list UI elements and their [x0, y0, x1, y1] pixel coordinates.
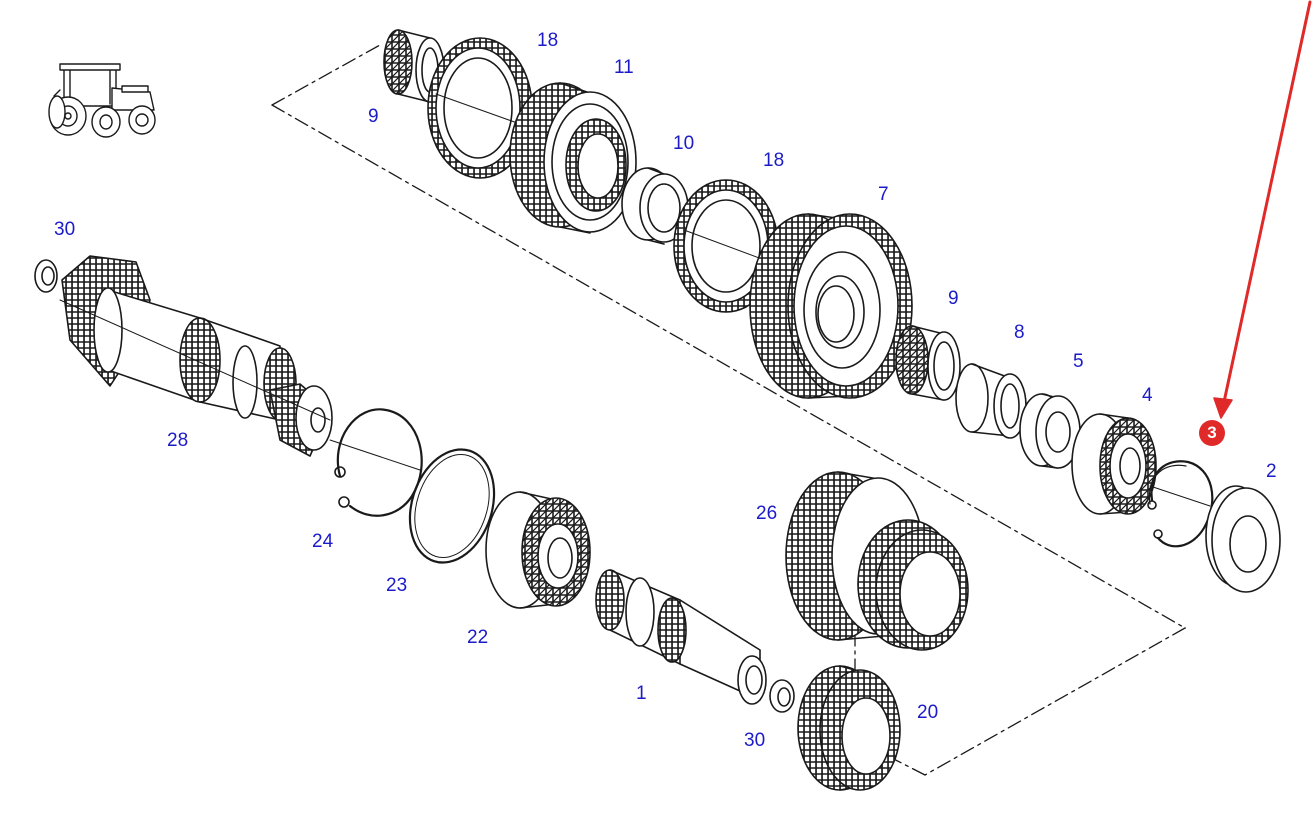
- part-24-circlip: [330, 409, 422, 515]
- label-part-2: 2: [1266, 461, 1277, 482]
- part-30-small-bearing-left: [35, 260, 57, 292]
- label-part-9-top: 9: [368, 106, 379, 127]
- part-22-roller-bearing: [486, 492, 590, 608]
- label-part-5: 5: [1073, 351, 1084, 372]
- callout-arrow: [1213, 0, 1312, 419]
- label-part-24: 24: [312, 531, 334, 552]
- label-part-11: 11: [614, 57, 634, 78]
- part-9-needle-bearing-middle: [896, 326, 960, 400]
- tractor-icon: [48, 63, 156, 138]
- label-part-30-bottom: 30: [744, 730, 766, 751]
- part-1-shaft: [596, 570, 766, 704]
- part-10-thrust-ring: [622, 168, 688, 244]
- part-3-snap-ring: [1148, 461, 1212, 546]
- part-8-bushing: [956, 364, 1026, 438]
- label-part-4: 4: [1142, 385, 1153, 406]
- label-part-18-middle: 18: [763, 150, 785, 171]
- part-11-synchro-sleeve: [510, 83, 636, 233]
- part-30-small-bearing-bottom: [770, 680, 794, 712]
- lower-assembly-outline: [854, 627, 1186, 776]
- label-part-10: 10: [673, 133, 695, 154]
- label-part-22: 22: [467, 627, 489, 648]
- part-26-cluster-gear: [786, 472, 968, 650]
- label-part-9-middle: 9: [948, 288, 959, 309]
- label-part-18-top: 18: [537, 30, 559, 51]
- part-7-large-gear: [750, 214, 912, 398]
- label-part-1: 1: [636, 683, 647, 704]
- label-part-23: 23: [386, 575, 408, 596]
- part-28-pinion-shaft: [60, 256, 332, 456]
- part-18-synchro-ring-top: [428, 38, 532, 178]
- part-2-thrust-washer: [1206, 486, 1280, 592]
- part-20-gear: [798, 666, 900, 790]
- label-part-28: 28: [167, 430, 189, 451]
- highlighted-part-3-badge: 3: [1199, 420, 1225, 446]
- label-part-7: 7: [878, 184, 889, 205]
- label-part-8: 8: [1014, 322, 1025, 343]
- part-23-o-ring: [396, 438, 508, 573]
- label-part-30-left: 30: [54, 219, 76, 240]
- part-4-ball-bearing: [1072, 414, 1156, 514]
- label-part-26: 26: [756, 503, 778, 524]
- upper-assembly-outline: [271, 44, 1186, 629]
- part-5-washer: [1020, 394, 1080, 468]
- label-part-20: 20: [917, 702, 939, 723]
